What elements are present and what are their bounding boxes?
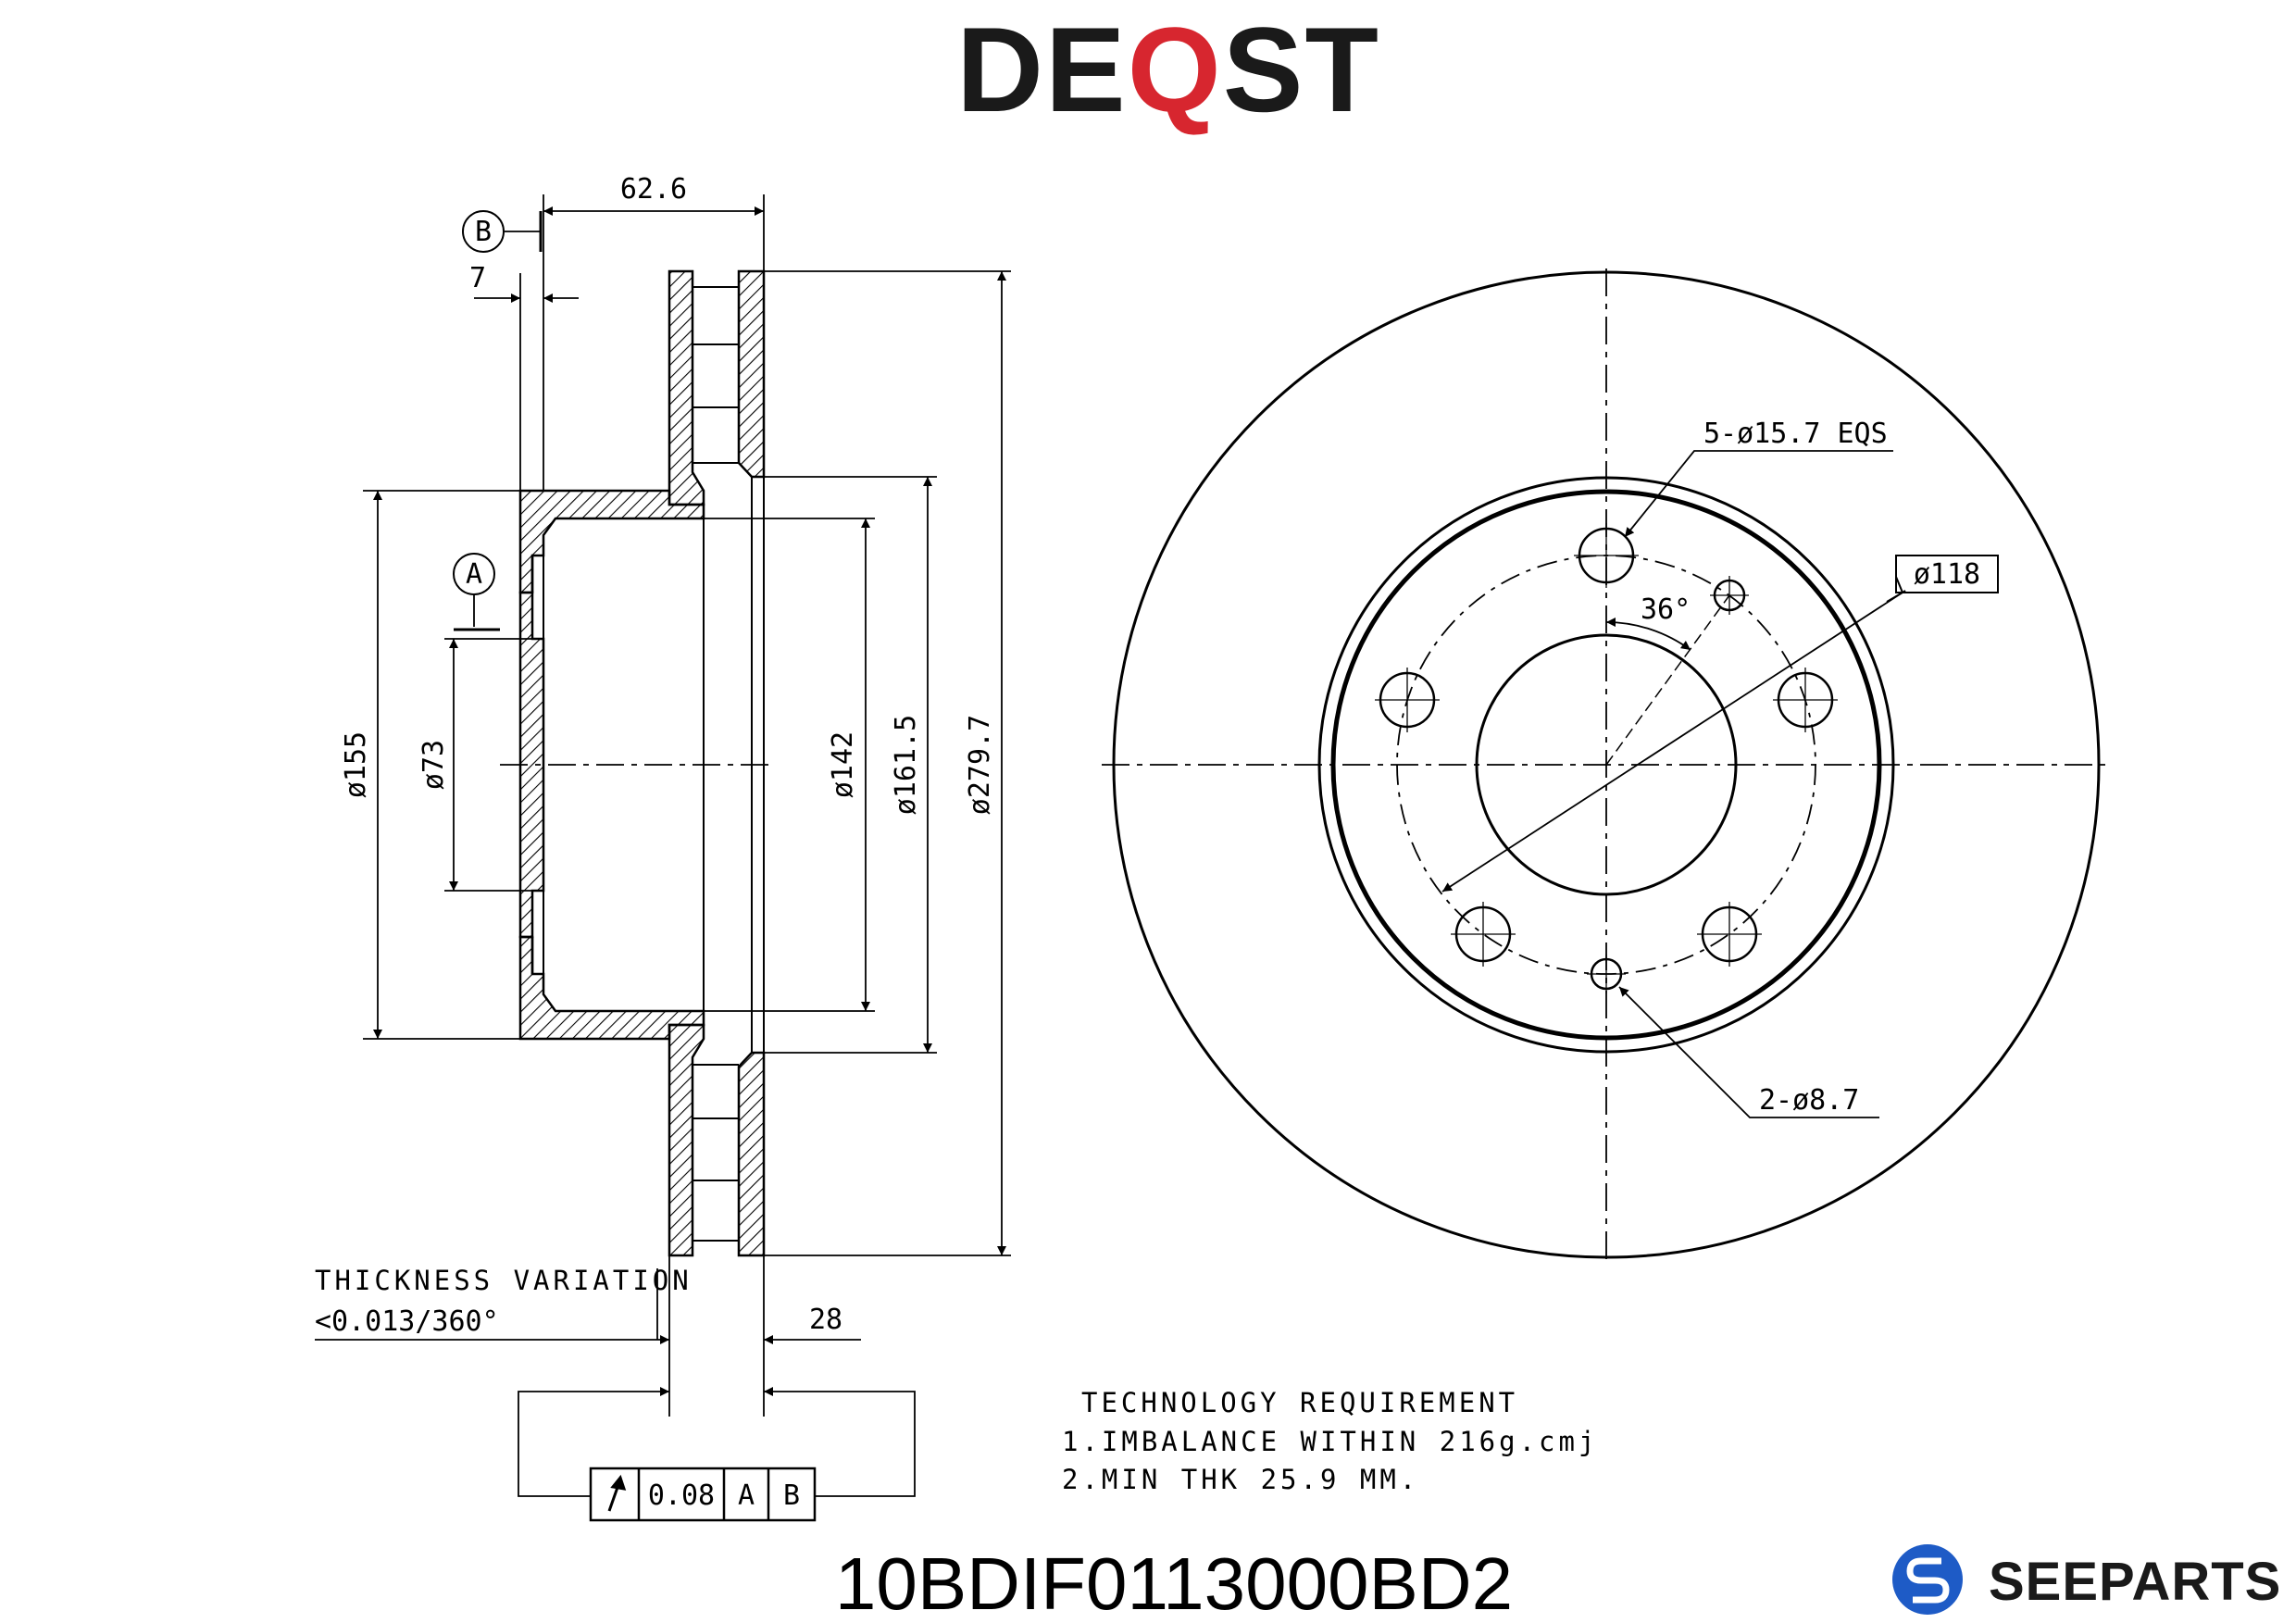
outer-plate-top xyxy=(668,269,705,506)
callout-small-holes: 2-ø8.7 xyxy=(1759,1084,1859,1117)
bolt-holes xyxy=(1375,523,1838,967)
dim-hub-offset: 7 xyxy=(469,262,486,294)
dim-thickness: 28 xyxy=(809,1304,842,1336)
callout-pcd: ø118 xyxy=(1914,558,1980,591)
outer-plate-bottom xyxy=(668,1023,705,1257)
dim-dia-279-7: ø279.7 xyxy=(964,715,996,815)
bolt-hole xyxy=(1574,523,1639,588)
brand-logo-end: ST xyxy=(1223,2,1380,137)
datum-b-circle xyxy=(462,210,505,253)
callout-angle: 36° xyxy=(1641,593,1691,626)
inner-plate-bottom xyxy=(737,1051,766,1257)
bolt-hole xyxy=(1697,902,1762,967)
bolt-hole xyxy=(1773,668,1838,732)
datum-a-label: A xyxy=(466,558,482,591)
bolt-hole xyxy=(1451,902,1516,967)
small-hole xyxy=(1587,955,1626,993)
tolerance-value: 0.08 xyxy=(648,1479,715,1512)
tech-req-title: TECHNOLOGY REQUIREMENT xyxy=(1081,1387,1518,1418)
small-holes xyxy=(1587,576,1749,993)
dim-dia-73: ø73 xyxy=(418,740,450,790)
cooling-vanes-top xyxy=(693,286,739,464)
side-view xyxy=(500,269,768,1257)
seeparts-logo-icon xyxy=(1892,1544,1963,1615)
brand-logo: DEQST xyxy=(956,2,1380,137)
tolerance-datum-a: A xyxy=(738,1479,755,1512)
dim-dia-161-5: ø161.5 xyxy=(890,715,922,815)
dim-dia-142: ø142 xyxy=(827,731,859,798)
front-view xyxy=(1102,268,2111,1264)
tolerance-frame xyxy=(589,1467,817,1522)
tech-req-line2: 2.MIN THK 25.9 MM. xyxy=(1062,1464,1419,1495)
dim-dia-155: ø155 xyxy=(340,731,372,798)
brand-logo-start: DE xyxy=(956,2,1128,137)
inner-plate-top xyxy=(737,269,766,479)
thickness-variation-title: THICKNESS VARIATION xyxy=(315,1265,693,1296)
hat-section-top xyxy=(518,489,705,594)
thickness-variation-value: <0.013/360° xyxy=(315,1305,499,1338)
seeparts-logo-text: SEEPARTS xyxy=(1989,1552,2281,1612)
hat-section-bottom xyxy=(518,935,705,1041)
callout-bolt-holes: 5-ø15.7 EQS xyxy=(1703,418,1888,450)
front-leaders xyxy=(1441,450,1999,1118)
datum-a-circle xyxy=(453,553,495,595)
dim-overall-width: 62.6 xyxy=(620,173,687,206)
brand-logo-q: Q xyxy=(1128,2,1223,137)
side-dimensions xyxy=(315,194,1011,1497)
datum-b-label: B xyxy=(475,216,492,248)
runout-icon xyxy=(607,1474,627,1512)
part-number: 10BDIF0113000BD2 xyxy=(835,1542,1513,1623)
tech-req-line1: 1.IMBALANCE WITHIN 216g.cmj xyxy=(1062,1426,1598,1457)
bolt-hole xyxy=(1375,668,1440,732)
tolerance-datum-b: B xyxy=(783,1479,800,1512)
cooling-vanes-bottom xyxy=(693,1064,739,1242)
